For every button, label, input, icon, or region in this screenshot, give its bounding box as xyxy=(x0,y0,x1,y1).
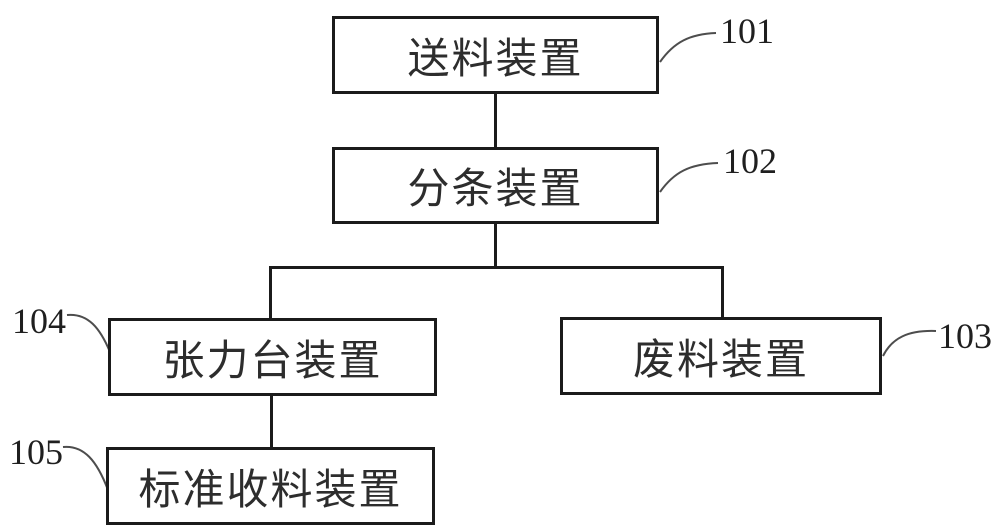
ref-numeral-104: 104 xyxy=(12,301,66,341)
ref-numeral-101: 101 xyxy=(720,11,774,51)
node-label-tension-table-device: 张力台装置 xyxy=(162,338,383,385)
node-box-standard-rewinding-device: 标准收料装置 xyxy=(106,447,435,525)
ref-numeral-103: 103 xyxy=(938,316,992,356)
node-label-waste-device: 废料装置 xyxy=(632,337,809,384)
node-box-feeding-device: 送料装置 xyxy=(332,16,659,94)
node-box-slitting-device: 分条装置 xyxy=(332,147,659,224)
node-box-waste-device: 废料装置 xyxy=(560,317,882,395)
leader-line-101 xyxy=(659,32,717,63)
ref-numeral-105: 105 xyxy=(9,432,63,472)
leader-line-105 xyxy=(62,445,109,491)
leader-line-103 xyxy=(882,329,937,357)
node-label-feeding-device: 送料装置 xyxy=(407,36,584,83)
leader-line-102 xyxy=(659,162,719,193)
node-box-tension-table-device: 张力台装置 xyxy=(108,318,437,396)
node-label-slitting-device: 分条装置 xyxy=(407,167,584,213)
node-label-standard-rewinding-device: 标准收料装置 xyxy=(138,467,403,514)
leader-line-104 xyxy=(66,313,111,353)
ref-numeral-102: 102 xyxy=(723,141,777,181)
